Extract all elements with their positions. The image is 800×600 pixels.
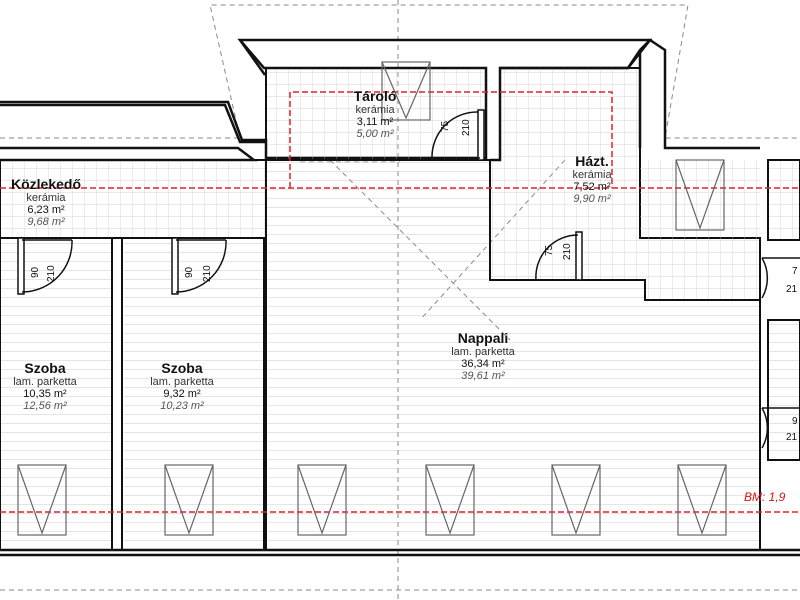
- door-width-label: 90: [184, 266, 195, 278]
- room-label-hazt: Házt. kerámia 7,52 m² 9,90 m²: [572, 153, 611, 205]
- roof-window-2: [164, 464, 214, 536]
- roof-window-storage: [381, 61, 431, 121]
- taroló-room: [265, 67, 487, 161]
- door-room-2: [171, 237, 227, 295]
- room-label-nappali: Nappali lam. parketta 36,34 m² 39,61 m²: [451, 330, 515, 382]
- door-width-label: 90: [30, 266, 41, 278]
- red-level-lines: [0, 91, 800, 513]
- roof-window-4: [425, 464, 475, 536]
- room-material: kerámia: [355, 104, 395, 116]
- room-name: Házt.: [575, 153, 609, 169]
- hazt-room: [489, 67, 800, 301]
- room-gross-area: 12,56 m²: [23, 400, 67, 412]
- door-width-label: 75: [544, 244, 555, 256]
- room-gross-area: 10,23 m²: [160, 400, 204, 412]
- room-gross-area: 9,90 m²: [573, 193, 611, 205]
- roof-window-utility: [675, 159, 725, 231]
- door-width-label: 75: [440, 120, 451, 132]
- roof-window-6: [677, 464, 727, 536]
- room-gross-area: 39,61 m²: [461, 370, 505, 382]
- roof-window-1: [17, 464, 67, 536]
- room-net-area: 3,11 m²: [356, 116, 394, 128]
- roof-window-5: [551, 464, 601, 536]
- room-net-area: 7,52 m²: [573, 181, 611, 193]
- room-gross-area: 5,00 m²: [356, 128, 394, 140]
- room-name: Közlekedő: [10, 176, 82, 192]
- door-room-1: [17, 237, 73, 295]
- door-height-label: 210: [46, 265, 57, 282]
- room-material: lam. parketta: [451, 346, 515, 358]
- room-label-szoba-2: Szoba lam. parketta 9,32 m² 10,23 m²: [150, 360, 214, 412]
- door-height-label: 21: [786, 284, 798, 295]
- door-height-label: 21: [786, 432, 798, 443]
- doors: [17, 109, 800, 449]
- room-name: Tároló: [353, 88, 397, 104]
- door-height-label: 210: [562, 243, 573, 260]
- room-material: kerámia: [572, 169, 612, 181]
- room-net-area: 9,32 m²: [163, 388, 201, 400]
- room-label-taroló: Tároló kerámia 3,11 m² 5,00 m²: [354, 88, 397, 140]
- room-name: Szoba: [24, 360, 66, 376]
- room-material: kerámia: [26, 192, 66, 204]
- room-name: Szoba: [161, 360, 203, 376]
- room-gross-area: 9,68 m²: [27, 216, 65, 228]
- room-material: lam. parketta: [150, 376, 214, 388]
- room-material: lam. parketta: [13, 376, 77, 388]
- door-width-label: 9: [792, 416, 798, 427]
- room-net-area: 6,23 m²: [27, 204, 65, 216]
- door-height-label: 210: [202, 265, 213, 282]
- door-utility: [535, 231, 583, 281]
- room-name: Nappali: [457, 330, 509, 346]
- room-label-szoba-1: Szoba lam. parketta 10,35 m² 12,56 m²: [13, 360, 77, 412]
- door-height-label: 210: [461, 119, 472, 136]
- door-right-upper: [761, 257, 800, 299]
- door-width-label: 7: [792, 266, 798, 277]
- room-net-area: 10,35 m²: [23, 388, 67, 400]
- room-net-area: 36,34 m²: [461, 358, 505, 370]
- roof-window-3: [297, 464, 347, 536]
- room-label-kozlekedo: Közlekedő kerámia 6,23 m² 9,68 m²: [11, 176, 81, 228]
- nappali-room: [265, 159, 800, 551]
- level-note: BM: 1,9: [744, 490, 786, 504]
- roof-windows: [17, 61, 727, 536]
- door-storage: [431, 109, 485, 161]
- door-right-lower: [761, 407, 800, 449]
